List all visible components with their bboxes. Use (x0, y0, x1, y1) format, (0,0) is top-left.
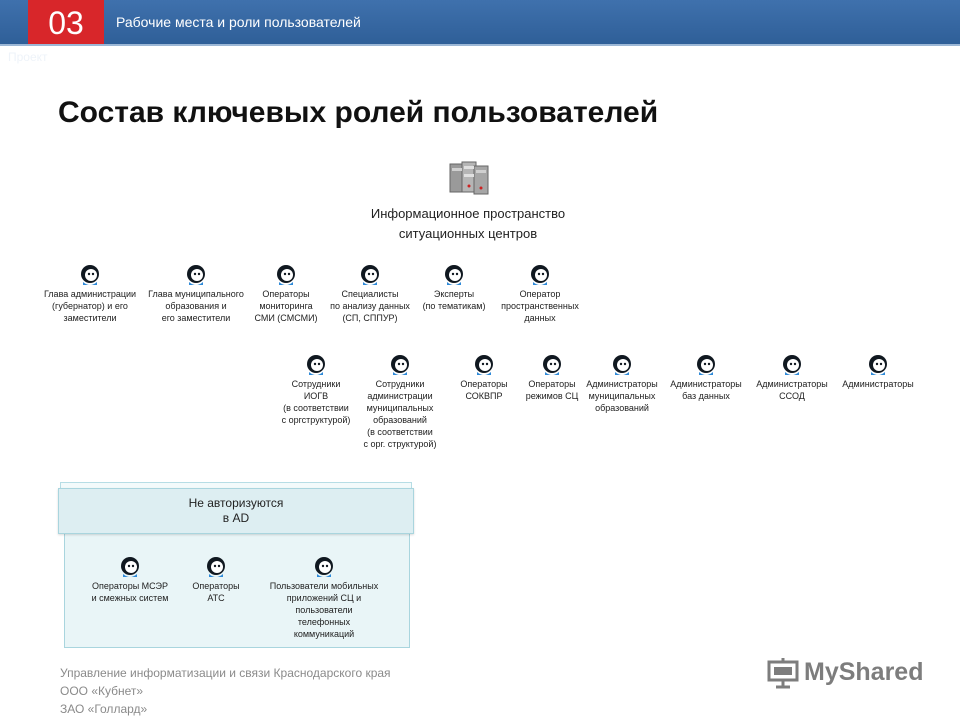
role-row2-8: Администраторы (818, 354, 938, 390)
role-label: Сотрудники администрации муниципальных о… (363, 379, 437, 449)
role-row1-1: Глава администрации (губернатор) и его з… (30, 264, 150, 324)
user-icon (613, 355, 631, 375)
footer: Управление информатизации и связи Красно… (60, 664, 391, 718)
user-icon (81, 265, 99, 285)
role-label: Операторы режимов СЦ (525, 379, 579, 401)
user-icon (475, 355, 493, 375)
role-label: Оператор пространственных данных (501, 289, 579, 323)
root-node-label: Информационное пространство ситуационных… (370, 206, 566, 241)
footer-line-1: Управление информатизации и связи Красно… (60, 666, 391, 680)
user-icon (307, 355, 325, 375)
user-icon (869, 355, 887, 375)
role-row1-3: Операторы мониторинга СМИ (СМСМИ) (226, 264, 346, 324)
user-icon (187, 265, 205, 285)
role-row1-5: Эксперты (по тематикам) (394, 264, 514, 312)
role-row2-4: Операторы режимов СЦ (492, 354, 612, 402)
footer-line-2: ООО «Кубнет» (60, 684, 144, 698)
role-row1-6: Оператор пространственных данных (480, 264, 600, 324)
presentation-icon (767, 658, 799, 689)
user-icon (697, 355, 715, 375)
role-row2-2: Сотрудники администрации муниципальных о… (340, 354, 460, 450)
user-icon (207, 557, 225, 577)
no-ad-role-3: Пользователи мобильных приложений СЦ и п… (264, 556, 384, 640)
section-title: Рабочие места и роли пользователей (116, 14, 361, 30)
header-bar (0, 0, 960, 44)
ghost-watermark: Проект (8, 50, 48, 64)
role-label: Администраторы ССОД (756, 379, 828, 401)
user-icon (543, 355, 561, 375)
no-ad-role-2: Операторы АТС (156, 556, 276, 604)
role-label: Операторы АТС (192, 581, 240, 603)
role-label: Администраторы (842, 379, 914, 389)
user-icon (391, 355, 409, 375)
role-label: Эксперты (по тематикам) (422, 289, 486, 311)
role-label: Глава администрации (губернатор) и его з… (43, 289, 137, 323)
header-divider (0, 44, 960, 46)
no-ad-title: Не авторизуются в AD (188, 496, 284, 525)
role-row2-5: Администраторы муниципальных образований (562, 354, 682, 414)
role-row1-4: Специалисты по анализу данных (СП, СППУР… (310, 264, 430, 324)
role-row2-7: Администраторы ССОД (732, 354, 852, 402)
brand-logo[interactable]: MyShared (766, 656, 926, 692)
role-label: Администраторы муниципальных образований (586, 379, 658, 413)
role-label: Глава муниципального образования и его з… (148, 289, 244, 323)
role-label: Операторы мониторинга СМИ (СМСМИ) (254, 289, 318, 323)
brand-text: MyShared (804, 658, 924, 686)
role-row2-3: Операторы СОКВПР (424, 354, 544, 402)
role-label: Специалисты по анализу данных (СП, СППУР… (330, 289, 410, 323)
role-label: Сотрудники ИОГВ (в соответствии с оргстр… (281, 379, 351, 425)
slide-title: Состав ключевых ролей пользователей (58, 96, 659, 129)
no-ad-role-1: Операторы МСЭР и смежных систем (70, 556, 190, 604)
role-label: Операторы СОКВПР (460, 379, 508, 401)
user-icon (361, 265, 379, 285)
user-icon (783, 355, 801, 375)
user-icon (121, 557, 139, 577)
user-icon (531, 265, 549, 285)
user-icon (277, 265, 295, 285)
footer-line-3: ЗАО «Голлард» (60, 702, 148, 716)
section-number: 03 (28, 0, 104, 44)
role-label: Пользователи мобильных приложений СЦ и п… (269, 581, 379, 639)
user-icon (315, 557, 333, 577)
role-label: Операторы МСЭР и смежных систем (91, 581, 169, 603)
user-icon (445, 265, 463, 285)
role-label: Администраторы баз данных (670, 379, 742, 401)
server-icon (449, 161, 489, 195)
role-row1-2: Глава муниципального образования и его з… (136, 264, 256, 324)
role-row2-6: Администраторы баз данных (646, 354, 766, 402)
role-row2-1: Сотрудники ИОГВ (в соответствии с оргстр… (256, 354, 376, 426)
no-ad-panel-header: Не авторизуются в AD (58, 488, 414, 534)
